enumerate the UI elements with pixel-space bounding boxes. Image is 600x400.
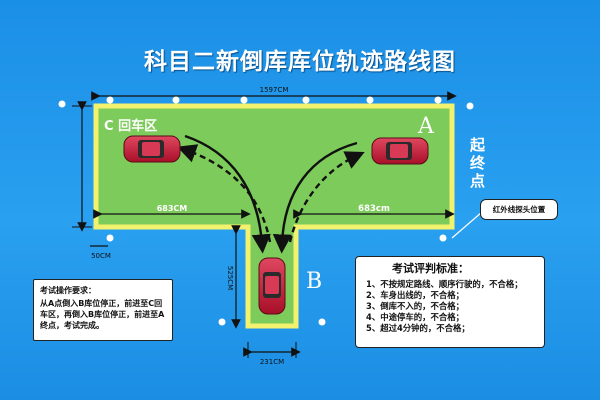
- start-end-char-2: 终: [470, 154, 486, 172]
- operation-heading: 考试操作要求：: [40, 286, 96, 295]
- car-point-b: [258, 257, 286, 315]
- start-end-char-1: 起: [469, 136, 486, 154]
- zone-c-label: C 回车区: [104, 118, 157, 134]
- trajectory-left-solid: [184, 134, 271, 254]
- car-point-a: [371, 137, 429, 165]
- trajectory-right-dashed: [288, 151, 365, 243]
- operation-requirements-box: 考试操作要求： 从A点倒入B库位停正，前进至C回车区，再倒入B库位停正，前进至A…: [33, 279, 173, 341]
- trajectory-left-dashed: [176, 144, 272, 243]
- infrared-sensor-dots: [58, 96, 474, 326]
- point-b-label: B: [306, 269, 322, 294]
- operation-body: 从A点倒入B库位停正，前进至C回车区，再倒入B库位停正，前进至A终点，考试完成。: [40, 299, 165, 330]
- dim-left-wing: 683CM: [157, 204, 188, 213]
- infrared-label-box: 红外线探头位置: [480, 199, 558, 220]
- point-a-label: A: [417, 114, 435, 139]
- criteria-box: 考试评判标准： 1、不按规定路线、顺序行驶的，不合格； 2、车身出线的，不合格；…: [355, 256, 545, 348]
- infrared-pointer: [451, 211, 483, 239]
- criteria-item: 3、倒库不入的，不合格；: [366, 301, 464, 311]
- criteria-item: 5、超过4分钟的，不合格；: [366, 323, 470, 333]
- criteria-heading: 考试评判标准：: [392, 262, 469, 275]
- car-zone-c: [123, 135, 181, 163]
- criteria-item: 1、不按规定路线、顺序行驶的，不合格；: [366, 279, 523, 289]
- dim-right-wing: 683cm: [358, 204, 390, 214]
- dim-stem-width: 231CM: [260, 358, 284, 366]
- criteria-item: 4、中途停车的，不合格；: [366, 312, 464, 322]
- criteria-item: 2、车身出线的，不合格；: [366, 290, 464, 300]
- dim-top-width: 1597CM: [260, 86, 289, 94]
- dim-stem-height: 525CM: [226, 266, 234, 290]
- page-title: 科目二新倒库库位轨迹路线图: [144, 49, 456, 75]
- dim-left-offset: 50CM: [91, 252, 111, 260]
- start-end-char-3: 点: [470, 172, 485, 190]
- trajectory-right-solid: [272, 141, 358, 254]
